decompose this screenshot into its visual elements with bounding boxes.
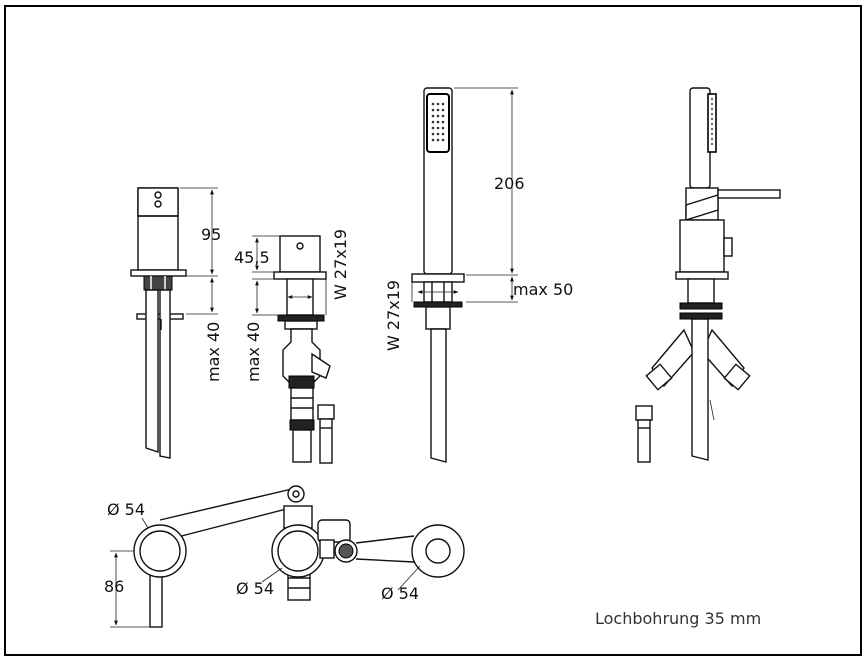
dim-valve-below: max 40 [244,322,263,382]
dim-valve-thread: W 27x19 [331,229,350,300]
dim-plan-dia-left: Ø 54 [107,500,145,519]
plan-view [133,485,465,628]
dim-spout-height: 95 [201,225,221,244]
dim-valve-height: 45,5 [234,248,270,267]
dim-plan-dia-center: Ø 54 [236,579,274,598]
dim-shower-thread: W 27x19 [384,280,403,351]
valve-front-view [273,235,335,464]
spout-front-view [130,187,187,459]
dim-shower-height: 206 [494,174,525,193]
side-view [635,87,781,463]
plan-dimensions: Ø 54 86 Ø 54 Ø 54 [104,500,421,628]
spout-dimensions: 95 max 40 [180,187,223,382]
dim-plan-offset: 86 [104,577,124,596]
hand-shower-dimensions: 206 max 50 W 27x19 [384,87,573,351]
hole-drilling-note: Lochbohrung 35 mm [595,609,761,628]
valve-dimensions: 45,5 W 27x19 max 40 [234,229,350,382]
dim-plan-dia-right: Ø 54 [381,584,419,603]
dim-shower-below: max 50 [513,280,573,299]
dim-spout-below: max 40 [204,322,223,382]
hand-shower-front-view [411,87,465,463]
